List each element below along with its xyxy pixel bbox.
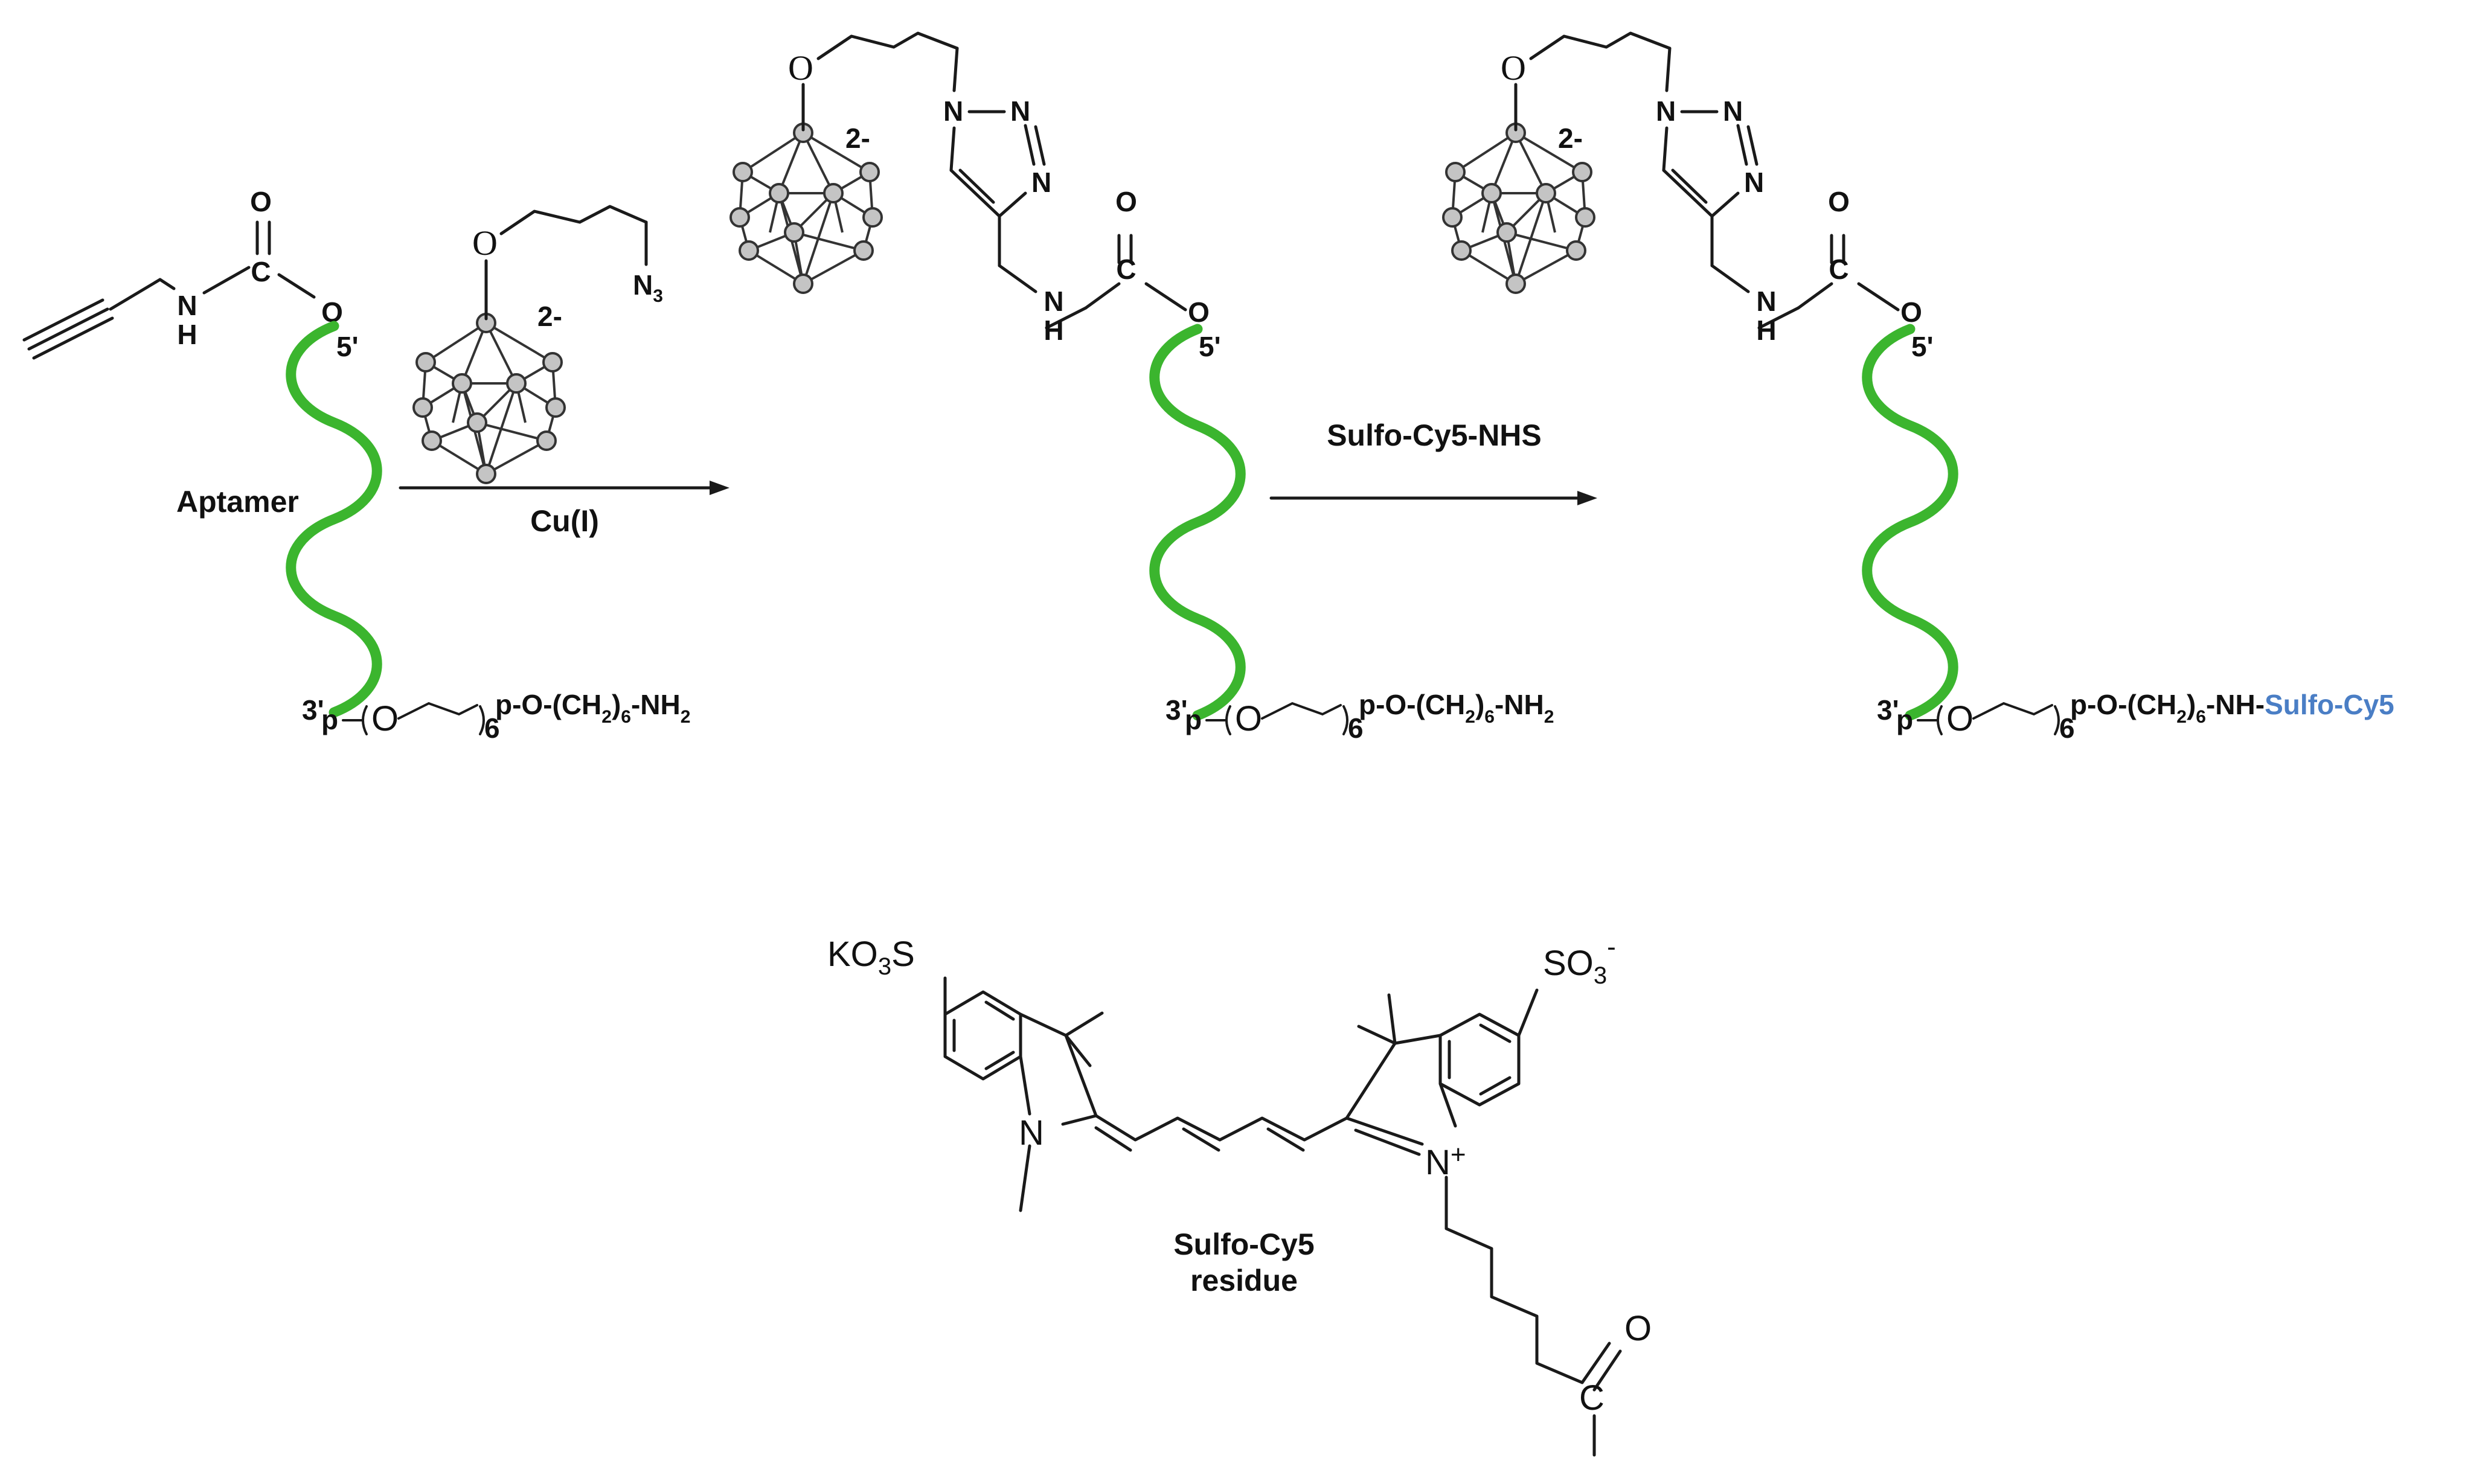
triazole-n3: N	[1031, 167, 1051, 198]
sulfo-cy5-nhs-label: Sulfo-Cy5-NHS	[1327, 418, 1542, 452]
aptamer-label: Aptamer	[176, 485, 299, 519]
carbonyl-oxygen: O	[1828, 186, 1850, 217]
atom-o: O	[250, 186, 272, 217]
phosphate-p: p	[321, 704, 338, 735]
triazole-conjugate: 2- O N N N O C N H O 5' 3' p O 6 p-O-(CH…	[729, 31, 1554, 744]
carbamate-h: H	[1756, 315, 1776, 346]
ether-oxygen: O	[788, 48, 813, 88]
atom-h: H	[177, 319, 197, 350]
peg-oxygen: O	[1946, 699, 1973, 738]
linker-text: p-O-(CH2)6-NH2	[495, 689, 690, 727]
reaction-arrow-1: Cu(I)	[399, 481, 729, 538]
peg-oxygen: O	[1235, 699, 1262, 738]
peg-repeat: 6	[2059, 712, 2075, 744]
carbamate-carbon: C	[1116, 254, 1136, 285]
triazole-n3: N	[1744, 167, 1764, 198]
azide-reagent: 2- O N3	[412, 205, 663, 484]
atom-c: C	[251, 256, 271, 287]
linker-text: p-O-(CH2)6-NH2	[1359, 689, 1554, 727]
atom-n: N	[177, 290, 197, 321]
charge-label: 2-	[537, 301, 562, 332]
ether-oxygen: O	[472, 223, 498, 263]
carbamate-n: N	[1044, 286, 1063, 317]
labelled-conjugate: 2- O N N N O C N H O 5' 3' p O 6 p-O-(CH…	[1442, 31, 2394, 744]
starting-aptamer: O C N H O 5' Aptamer 3' p O 6 p-O-(CH2)6…	[22, 186, 690, 744]
peg-repeat: 6	[484, 712, 500, 744]
azide-n3: N3	[633, 269, 663, 306]
aptamer-strand	[1155, 329, 1241, 715]
sulfo-cy5-structure: N KO3S N+ SO3- O C Sulfo-Cy5 residue	[827, 932, 1652, 1457]
three-prime-label: 3'	[1877, 694, 1899, 726]
five-prime-label: 5'	[1911, 331, 1934, 362]
aptamer-strand	[1867, 329, 1954, 715]
carbonyl-o: O	[1624, 1309, 1652, 1348]
five-prime-label: 5'	[1199, 331, 1221, 362]
triazole-n1: N	[943, 95, 963, 127]
phosphate-p: p	[1896, 704, 1913, 735]
peg-oxygen: O	[371, 699, 399, 738]
carbamate-carbon: C	[1829, 254, 1848, 285]
ester-oxygen: O	[1188, 296, 1210, 328]
dye-label-line2: residue	[1190, 1264, 1298, 1297]
carbonyl-c: C	[1579, 1378, 1605, 1418]
right-sulfonate: SO3-	[1543, 932, 1616, 989]
triazole-n2: N	[1010, 95, 1030, 127]
triazole-n2: N	[1723, 95, 1743, 127]
five-prime-label: 5'	[336, 331, 359, 362]
three-prime-label: 3'	[302, 694, 324, 726]
phosphate-p: p	[1185, 704, 1202, 735]
carbamate-n: N	[1756, 286, 1776, 317]
cu-catalyst-label: Cu(I)	[530, 504, 599, 538]
dye-label-line1: Sulfo-Cy5	[1173, 1227, 1314, 1261]
left-sulfonate: KO3S	[827, 935, 915, 980]
linker-text: p-O-(CH2)6-NH-Sulfo-Cy5	[2070, 689, 2394, 727]
triazole-n1: N	[1656, 95, 1676, 127]
carbamate-h: H	[1044, 315, 1063, 346]
peg-repeat: 6	[1348, 712, 1364, 744]
indolium-n: N+	[1425, 1140, 1466, 1182]
charge-label: 2-	[845, 123, 870, 154]
reaction-arrow-2: Sulfo-Cy5-NHS	[1269, 418, 1597, 505]
ether-oxygen: O	[1501, 48, 1526, 88]
aptamer-strand	[291, 326, 377, 712]
indoline-n: N	[1019, 1113, 1044, 1153]
carbonyl-oxygen: O	[1115, 186, 1137, 217]
ester-oxygen: O	[1900, 296, 1922, 328]
three-prime-label: 3'	[1165, 694, 1188, 726]
charge-label: 2-	[1558, 123, 1583, 154]
